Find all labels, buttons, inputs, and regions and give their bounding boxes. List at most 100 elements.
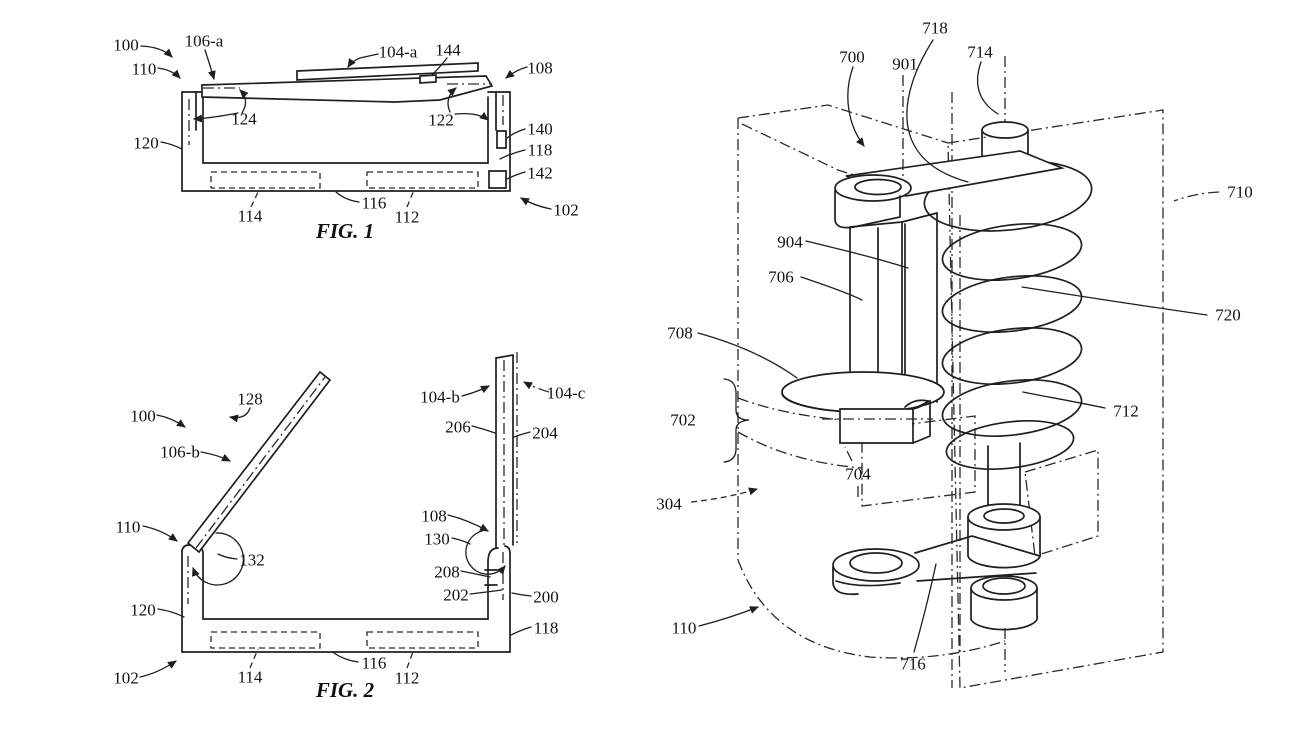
fig2-leader-208 bbox=[460, 570, 491, 578]
fig2-label-118: 118 bbox=[534, 619, 559, 638]
fig1-leader-110 bbox=[157, 67, 181, 79]
fig1-label-120: 120 bbox=[133, 134, 159, 153]
fig3-label-712: 712 bbox=[1113, 402, 1139, 421]
fig2-tray-outline bbox=[181, 549, 511, 653]
fig3-leader-716 bbox=[913, 563, 937, 653]
fig1-lid-upper-slab bbox=[296, 62, 479, 81]
fig3-leader-110 bbox=[698, 606, 759, 627]
fig2-label-114: 114 bbox=[238, 668, 263, 687]
fig1-wall-centerlines bbox=[188, 95, 504, 145]
fig2-leader-132 bbox=[217, 553, 238, 560]
fig2-label-204: 204 bbox=[532, 424, 558, 443]
fig1-wall-inner-lines bbox=[195, 91, 497, 164]
fig3-leader-706 bbox=[800, 276, 863, 301]
fig2-label-112: 112 bbox=[395, 669, 420, 688]
fig1-leader-124-b bbox=[193, 112, 239, 123]
fig3-label-700: 700 bbox=[839, 48, 865, 67]
fig2-leader-116 bbox=[333, 652, 359, 663]
fig2-leader-206 bbox=[471, 425, 496, 434]
fig3-washer-upper bbox=[967, 503, 1042, 569]
fig2-right-outer-corner bbox=[504, 545, 511, 554]
fig1-label-118: 118 bbox=[528, 141, 553, 160]
fig1-dashed-region-112 bbox=[366, 171, 479, 189]
fig3-leader-304 bbox=[690, 487, 758, 503]
fig3-brace-702 bbox=[723, 378, 750, 463]
fig3-label-710: 710 bbox=[1227, 183, 1253, 202]
fig2-leader-114 bbox=[249, 648, 259, 669]
fig3-top-arm-718 bbox=[834, 150, 1066, 229]
fig3-phantom-recess-box bbox=[861, 415, 976, 507]
figure-2-drawing: 100 128 106-b 110 132 120 102 114 116 11… bbox=[113, 352, 586, 702]
fig2-right-hinge-corner bbox=[487, 547, 499, 563]
fig2-hinge-arc-132 bbox=[192, 532, 245, 586]
fig2-leader-130 bbox=[451, 537, 471, 545]
fig3-leader-714 bbox=[977, 61, 999, 115]
fig3-label-706: 706 bbox=[768, 268, 794, 287]
fig2-leader-104b bbox=[461, 385, 490, 397]
fig2-leader-108 bbox=[447, 514, 489, 532]
fig1-label-100: 100 bbox=[113, 36, 139, 55]
fig2-flap-centerline bbox=[195, 376, 326, 549]
fig2-label-132: 132 bbox=[239, 551, 265, 570]
fig2-dashed-region-112 bbox=[366, 631, 479, 649]
fig1-leader-116 bbox=[335, 191, 360, 203]
fig3-label-714: 714 bbox=[967, 43, 993, 62]
fig1-label-112: 112 bbox=[395, 208, 420, 227]
fig1-label-104a: 104-a bbox=[379, 43, 418, 62]
fig2-label-108: 108 bbox=[421, 507, 447, 526]
fig3-leader-904 bbox=[805, 240, 909, 269]
fig3-leader-710 bbox=[1173, 191, 1220, 202]
fig1-leader-124-a bbox=[239, 89, 249, 114]
fig1-leader-118 bbox=[499, 149, 526, 160]
fig1-label-116: 116 bbox=[362, 194, 387, 213]
fig3-coil-spring-720 bbox=[923, 160, 1093, 470]
fig2-leader-104c bbox=[523, 381, 550, 393]
fig3-leader-712 bbox=[1022, 391, 1106, 409]
fig2-label-130: 130 bbox=[424, 530, 450, 549]
fig2-label-104b: 104-b bbox=[420, 388, 460, 407]
fig2-panel-104b bbox=[495, 353, 514, 548]
fig1-label-114: 114 bbox=[238, 207, 263, 226]
fig1-dashed-region-114 bbox=[210, 171, 321, 189]
fig2-label-200: 200 bbox=[533, 588, 559, 607]
fig2-leader-100 bbox=[156, 414, 186, 428]
fig1-label-122: 122 bbox=[428, 111, 454, 130]
fig2-caption: FIG. 2 bbox=[315, 678, 375, 702]
fig2-leader-200 bbox=[511, 592, 532, 597]
fig2-label-104c: 104-c bbox=[547, 384, 586, 403]
fig2-leader-204 bbox=[513, 431, 531, 438]
fig1-component-142-box bbox=[488, 170, 507, 189]
fig3-label-110: 110 bbox=[672, 619, 697, 638]
fig1-caption: FIG. 1 bbox=[315, 219, 374, 243]
fig3-label-716: 716 bbox=[900, 655, 926, 674]
fig2-label-128: 128 bbox=[237, 390, 263, 409]
fig2-label-106b: 106-b bbox=[160, 443, 200, 462]
fig1-label-110: 110 bbox=[132, 60, 157, 79]
fig2-tray-inner bbox=[202, 551, 489, 620]
fig2-leader-102 bbox=[139, 660, 177, 678]
fig2-label-206: 206 bbox=[445, 418, 471, 437]
fig2-label-102: 102 bbox=[113, 669, 139, 688]
fig3-phantom-bracket-bottom bbox=[737, 559, 1006, 659]
fig3-label-901: 901 bbox=[892, 55, 918, 74]
fig3-leader-718 bbox=[906, 39, 969, 183]
fig3-leader-704 bbox=[844, 446, 859, 500]
fig2-hinge-arc-130 bbox=[465, 530, 506, 575]
fig3-label-708: 708 bbox=[667, 324, 693, 343]
fig1-leader-122-a bbox=[447, 87, 457, 113]
fig1-leader-122-b bbox=[454, 111, 489, 121]
fig1-label-124: 124 bbox=[231, 110, 257, 129]
fig1-leader-102 bbox=[520, 197, 552, 210]
fig3-phantom-bracket-mid bbox=[737, 431, 863, 469]
figure-1-drawing: 100 110 106-a 104-a 144 108 124 122 140 … bbox=[113, 32, 579, 244]
fig3-leader-720 bbox=[1021, 286, 1208, 316]
fig2-leader-128 bbox=[229, 407, 251, 423]
fig2-label-116: 116 bbox=[362, 654, 387, 673]
fig1-leader-120 bbox=[160, 141, 183, 150]
fig2-leader-112 bbox=[406, 648, 415, 669]
fig1-component-140-box bbox=[496, 130, 507, 149]
fig3-label-720: 720 bbox=[1215, 306, 1241, 325]
fig3-label-704: 704 bbox=[845, 465, 871, 484]
